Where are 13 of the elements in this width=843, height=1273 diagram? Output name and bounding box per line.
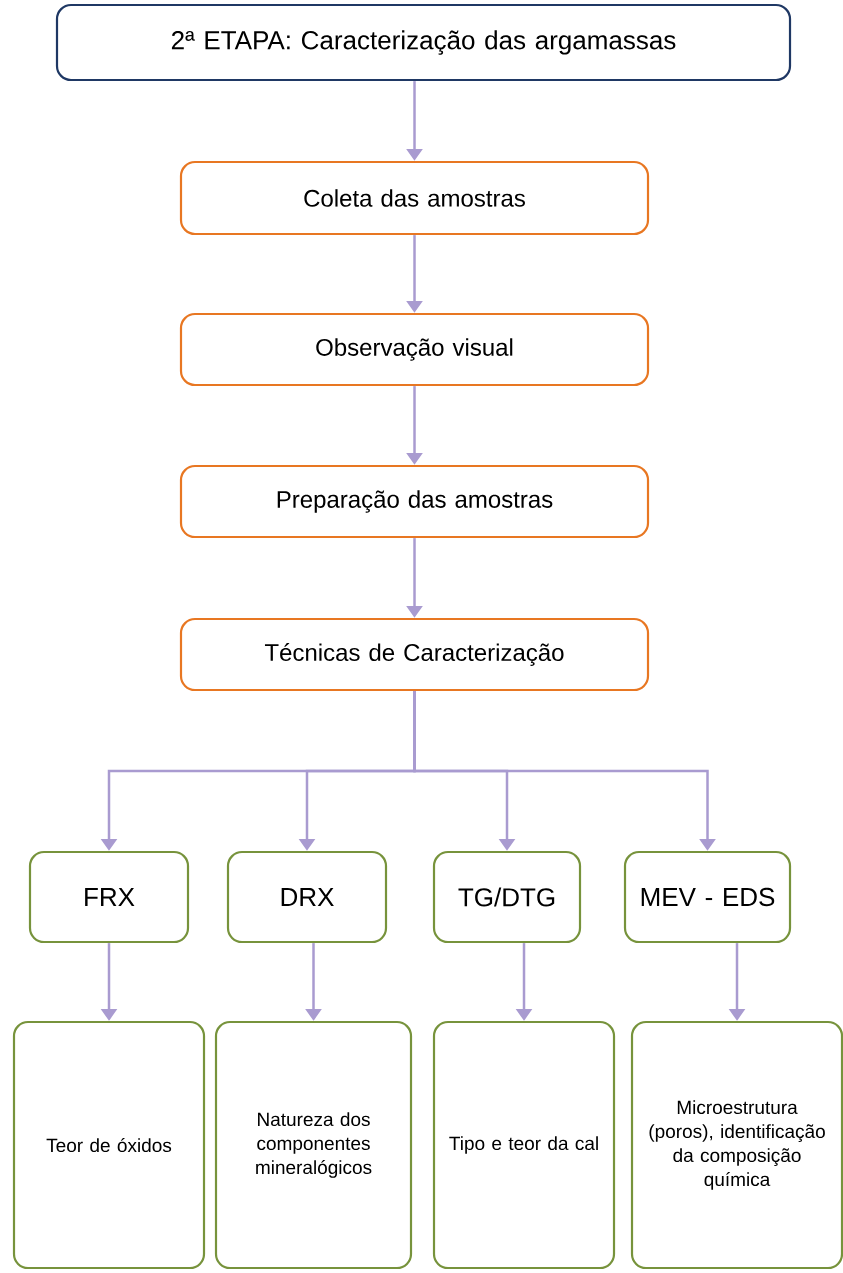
title-box: 2ª ETAPA: Caracterização das argamassas bbox=[55, 3, 792, 82]
result-box: Microestrutura (poros), identificação da composição química bbox=[630, 1020, 843, 1270]
process-box: Coleta das amostras bbox=[179, 160, 650, 236]
result-box: Teor de óxidos bbox=[12, 1020, 206, 1270]
process-box: Preparação das amostras bbox=[179, 464, 650, 539]
technique-box: TG/DTG bbox=[432, 850, 582, 944]
process-box: Técnicas de Caracterização bbox=[179, 617, 650, 692]
process-box: Observação visual bbox=[179, 312, 650, 387]
result-box: Tipo e teor da cal bbox=[432, 1020, 616, 1270]
technique-box: FRX bbox=[28, 850, 190, 944]
result-box: Natureza dos componentes mineralógicos bbox=[214, 1020, 413, 1270]
technique-box: DRX bbox=[226, 850, 388, 944]
technique-box: MEV - EDS bbox=[623, 850, 792, 944]
